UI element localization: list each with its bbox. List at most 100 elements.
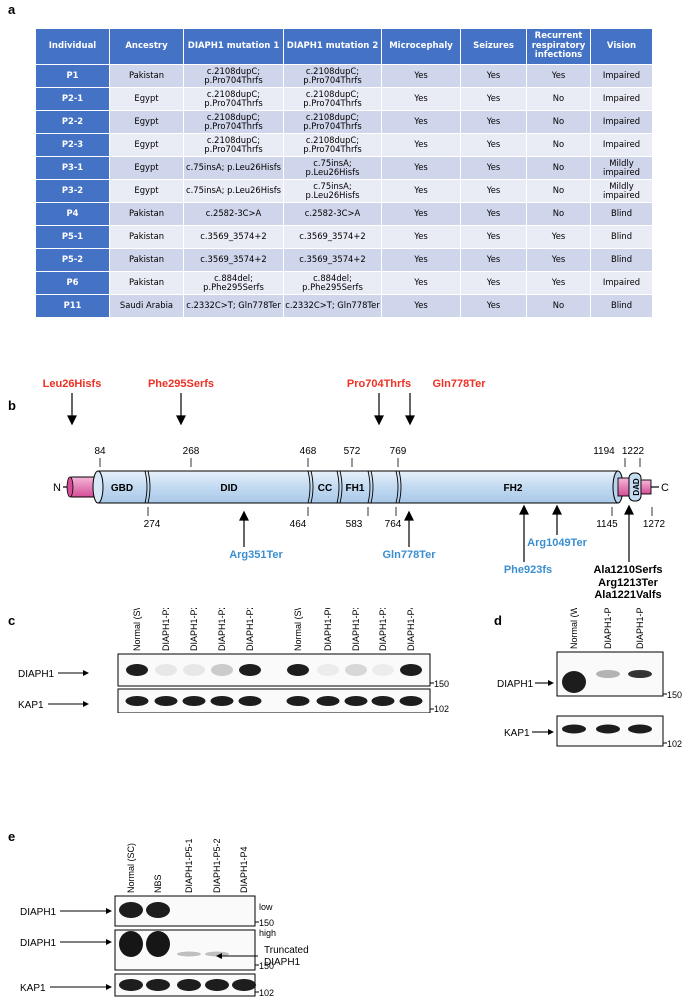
c-band-kap1-0 [125,696,149,706]
pos-583: 583 [346,519,363,530]
table-cell: Yes [460,133,527,157]
table-cell: Impaired [590,133,653,157]
table-cell: c.3569_3574+2 [283,225,382,249]
table-cell: c.75insA; p.Leu26Hisfs [183,156,284,180]
pos-464: 464 [290,519,307,530]
e-marker-150-low: 150 [259,918,274,928]
table-cell: Impaired [590,64,653,88]
d-band-kap1-2 [628,724,652,734]
e-band-kap1-4 [232,979,256,991]
d-lane-label-0: Normal (WT1) [569,608,579,649]
table-cell: No [526,179,591,203]
table-cell: Egypt [109,156,184,180]
header-mutation-1: DIAPH1 mutation 1 [183,28,284,65]
e-exposure-low: low [259,902,273,912]
e-band-high-0 [119,931,143,957]
pos-84: 84 [94,446,106,457]
c-lane-label-6: DIAPH1-P6 [323,608,333,651]
e-row-label-diaph1-low: DIAPH1 [20,907,57,918]
table-cell: Mildly impaired [590,156,653,180]
d-band-diaph1-2 [628,670,652,678]
header-ancestry: Ancestry [109,28,184,65]
table-cell: Yes [460,294,527,318]
e-band-kap1-1 [146,979,170,991]
table-cell: No [526,156,591,180]
c-band-diaph1-9 [400,664,422,676]
c-band-diaph1-3 [211,664,233,676]
e-row-label-kap1: KAP1 [20,983,46,994]
table-cell: Impaired [590,110,653,134]
c-band-kap1-2 [182,696,206,706]
cell-individual: P4 [35,202,110,226]
table-cell: Yes [460,202,527,226]
pos-268: 268 [183,446,200,457]
d-marker-150: 150 [667,690,682,700]
table-cell: Yes [381,110,461,134]
mut-blue-1: Gln778Ter [383,549,437,561]
c-band-kap1-3 [210,696,234,706]
c-lane-label-7: DIAPH1-P3-1 [351,608,361,651]
c-band-kap1-4 [238,696,262,706]
table-cell: Saudi Arabia [109,294,184,318]
header-individual: Individual [35,28,110,65]
n-terminus: N [53,482,61,494]
d-lane-label-2: DIAPH1-P11 [635,608,645,649]
table-cell: c.2108dupC; p.Pro704Thrfs [283,110,382,134]
table-cell: c.2108dupC; p.Pro704Thrfs [283,87,382,111]
c-lane-label-1: DIAPH1-P2-1 [161,608,171,651]
header-microcephaly: Microcephaly [381,28,461,65]
domain-fh1: FH1 [346,483,365,494]
domain-dividers [144,470,402,504]
mut-blue-2: Phe923fs [504,564,552,576]
bottom-arrows [239,504,634,562]
table-cell: Egypt [109,87,184,111]
table-cell: Blind [590,248,653,272]
table-cell: Blind [590,202,653,226]
domain-did: DID [220,483,237,494]
panel-label-e: e [8,829,16,844]
c-terminal-pink-1 [617,477,631,497]
header-mutation-2: DIAPH1 mutation 2 [283,28,382,65]
table-cell: No [526,87,591,111]
table-cell: c.884del; p.Phe295Serfs [183,271,284,295]
e-band-kap1-0 [119,979,143,991]
d-row-label-diaph1: DIAPH1 [497,679,534,690]
e-band-low-0 [119,902,143,918]
cell-individual: P1 [35,64,110,88]
e-band-kap1-2 [177,979,201,991]
e-truncated-label-2: DIAPH1 [264,957,301,968]
pos-1194: 1194 [593,446,615,457]
c-terminal-pink-2 [640,479,652,495]
protein-bar [97,470,619,504]
mut-red-1: Phe295Serfs [148,378,214,390]
d-band-diaph1-1 [596,670,620,678]
c-band-diaph1-6 [317,664,339,676]
mut-blue-0: Arg351Ter [229,549,283,561]
table-cell: Egypt [109,133,184,157]
table-cell: Blind [590,225,653,249]
c-band-kap1-5 [286,696,310,706]
table-cell: c.2332C>T; Gln778Ter [183,294,284,318]
table-cell: Yes [381,64,461,88]
table-cell: Egypt [109,179,184,203]
c-lane-label-3: DIAPH1-P2-3 [217,608,227,651]
table-cell: Yes [381,225,461,249]
table-cell: No [526,110,591,134]
table-cell: c.2108dupC; p.Pro704Thrfs [283,133,382,157]
c-lane-label-4: DIAPH1-P2 (Father) [245,608,255,651]
e-lane-label-0: Normal (SC) [126,843,136,893]
cell-individual: P11 [35,294,110,318]
panel-label-d: d [494,613,502,628]
mut-red-0: Leu26Hisfs [43,378,102,390]
table-cell: c.2332C>T; Gln778Ter [283,294,382,318]
mut-red-2: Pro704Thrfs [347,378,411,390]
c-lane-label-9: DIAPH1-P4 (Father) [406,608,416,651]
